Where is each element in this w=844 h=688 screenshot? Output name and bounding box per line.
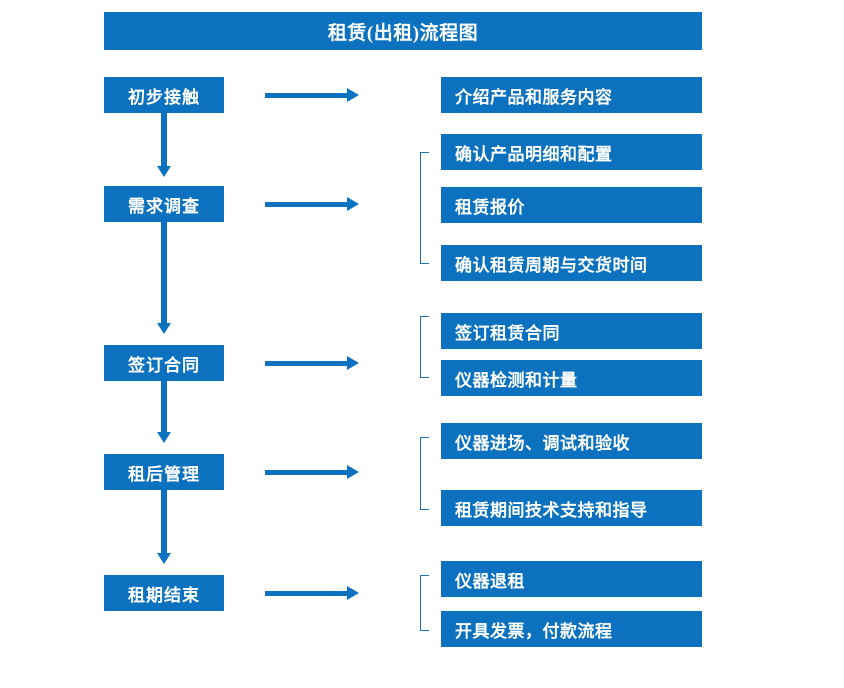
group-bracket-contract [420, 316, 429, 378]
right-arrow-1 [265, 88, 359, 102]
stage-node-5[interactable]: 租期结束 [104, 575, 224, 611]
detail-node-1[interactable]: 介绍产品和服务内容 [441, 77, 702, 113]
right-arrow-2 [265, 197, 359, 211]
detail-node-10[interactable]: 开具发票，付款流程 [441, 611, 702, 647]
detail-node-3[interactable]: 租赁报价 [441, 187, 702, 223]
stage-node-4[interactable]: 租后管理 [104, 454, 224, 490]
down-arrow-2 [157, 222, 171, 334]
right-arrow-4 [265, 465, 359, 479]
stage-node-1[interactable]: 初步接触 [104, 77, 224, 113]
detail-node-4[interactable]: 确认租赁周期与交货时间 [441, 245, 702, 281]
detail-node-8[interactable]: 租赁期间技术支持和指导 [441, 490, 702, 526]
detail-node-9[interactable]: 仪器退租 [441, 561, 702, 597]
detail-node-2[interactable]: 确认产品明细和配置 [441, 134, 702, 170]
group-bracket-end [420, 575, 429, 631]
down-arrow-3 [157, 381, 171, 443]
detail-node-5[interactable]: 签订租赁合同 [441, 313, 702, 349]
right-arrow-5 [265, 586, 359, 600]
page-title: 租赁(出租)流程图 [104, 12, 702, 50]
stage-node-3[interactable]: 签订合同 [104, 345, 224, 381]
stage-node-2[interactable]: 需求调查 [104, 186, 224, 222]
group-bracket-management [420, 437, 429, 510]
detail-node-7[interactable]: 仪器进场、调试和验收 [441, 423, 702, 459]
right-arrow-3 [265, 356, 359, 370]
detail-node-6[interactable]: 仪器检测和计量 [441, 360, 702, 396]
group-bracket-needs [420, 152, 429, 264]
down-arrow-1 [157, 113, 171, 177]
down-arrow-4 [157, 490, 171, 564]
